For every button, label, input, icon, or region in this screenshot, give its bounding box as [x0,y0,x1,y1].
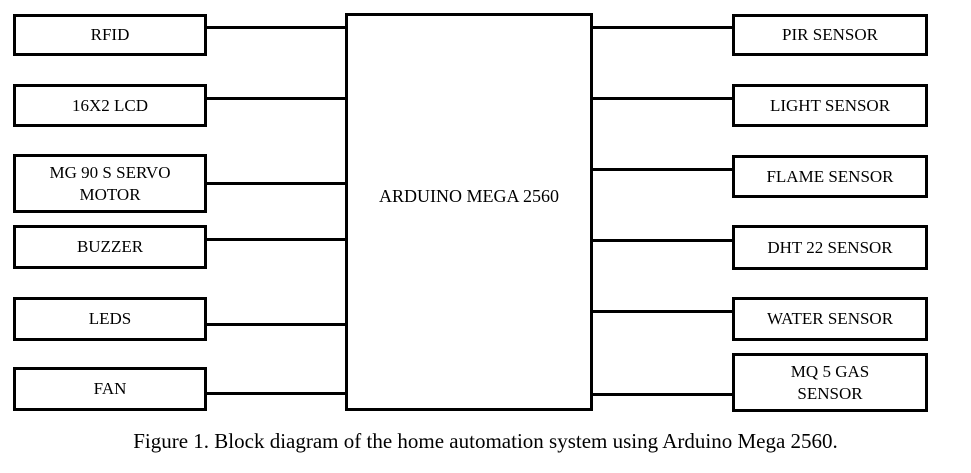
connector-pir [593,26,732,29]
connector-flame [593,168,732,171]
connector-gas [593,393,732,396]
block-light-sensor: LIGHT SENSOR [732,84,928,127]
block-water-sensor: WATER SENSOR [732,297,928,341]
arduino-mega-label: ARDUINO MEGA 2560 [379,186,559,206]
block-mq5-gas-sensor: MQ 5 GAS SENSOR [732,353,928,412]
block-rfid: RFID [13,14,207,56]
connector-fan [207,392,345,395]
block-fan: FAN [13,367,207,411]
connector-buzzer [207,238,345,241]
arduino-mega-block: ARDUINO MEGA 2560 [345,13,593,411]
block-flame-sensor: FLAME SENSOR [732,155,928,198]
block-lcd: 16X2 LCD [13,84,207,127]
connector-servo [207,182,345,185]
connector-dht [593,239,732,242]
block-leds: LEDS [13,297,207,341]
block-dht22-sensor: DHT 22 SENSOR [732,225,928,270]
connector-water [593,310,732,313]
block-pir-sensor: PIR SENSOR [732,14,928,56]
connector-light [593,97,732,100]
connector-lcd [207,97,345,100]
figure-caption: Figure 1. Block diagram of the home auto… [133,429,838,453]
connector-rfid [207,26,345,29]
block-buzzer: BUZZER [13,225,207,269]
connector-leds [207,323,345,326]
block-servo-motor: MG 90 S SERVO MOTOR [13,154,207,213]
